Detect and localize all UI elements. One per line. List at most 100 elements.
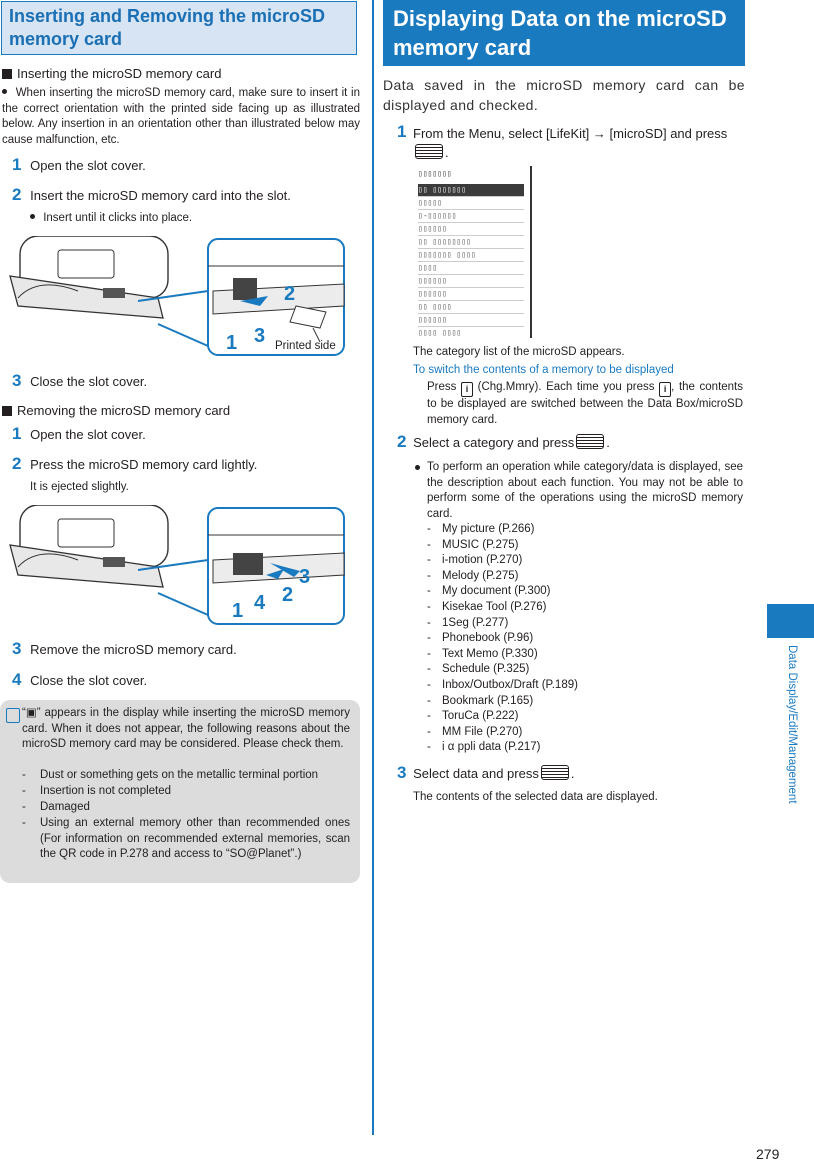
note-item: - Damaged	[22, 800, 350, 816]
category-item: -MUSIC (P.275)	[427, 538, 519, 551]
category-item: -My document (P.300)	[427, 585, 551, 598]
screen-row: ▯▯▯▯▯▯	[418, 288, 524, 301]
column-divider	[372, 0, 374, 1135]
step-text: Close the slot cover.	[30, 374, 148, 389]
step-text: Close the slot cover.	[30, 673, 148, 688]
insert-card-illustration	[9, 236, 345, 356]
menu-key-icon	[540, 765, 569, 780]
step2-note-text: To perform an operation while category/d…	[427, 461, 743, 520]
inserting-heading-text: Inserting the microSD memory card	[17, 66, 222, 81]
bullet-icon	[2, 89, 7, 94]
category-item: -Kisekae Tool (P.276)	[427, 600, 547, 613]
remove-sub-note: It is ejected slightly.	[30, 481, 129, 493]
step-text: Remove the microSD memory card.	[30, 642, 237, 657]
insert-sub-note: Insert until it clicks into place.	[30, 211, 350, 227]
screen-header: ▯▯▯▯▯▯▯	[418, 169, 452, 178]
step-number: 3	[397, 763, 407, 782]
note-item-text: Insertion is not completed	[40, 785, 172, 797]
screen-row: ▯▯▯▯▯▯	[418, 275, 524, 288]
category-label: Phonebook (P.96)	[442, 632, 534, 645]
step3-caption: The contents of the selected data are di…	[413, 791, 658, 803]
step-number: 3	[12, 371, 22, 390]
screen-row: ▯▯▯▯▯▯▯ ▯▯▯▯	[418, 249, 524, 262]
category-item: -1Seg (P.277)	[427, 616, 509, 629]
category-item: -Melody (P.275)	[427, 569, 519, 582]
menu-key-icon	[415, 144, 443, 159]
step1-text-b: .	[445, 145, 449, 160]
remove-card-illustration	[9, 505, 345, 625]
switch-heading: To switch the contents of a memory to be…	[413, 364, 674, 376]
removing-heading: Removing the microSD memory card	[2, 403, 358, 419]
switch-text: Press i (Chg.Mmry). Each time you press …	[427, 380, 743, 428]
display-step-1: 1 From the Menu, select [LifeKit] → [mic…	[397, 122, 745, 160]
remove-step-4: 4 Close the slot cover.	[12, 670, 352, 689]
menu-key-icon	[576, 434, 605, 449]
step-text: Open the slot cover.	[30, 158, 146, 173]
step-text: Press the microSD memory card lightly.	[30, 457, 258, 472]
fig1-label-1: 1	[226, 332, 238, 354]
screen-row: ▯▯▯▯	[418, 262, 524, 275]
phone-screen-thumbnail: ▯▯▯▯▯▯▯ ▯▯ ▯▯▯▯▯▯▯ ▯▯▯▯▯ ▯-▯▯▯▯▯▯ ▯▯▯▯▯▯…	[414, 166, 532, 338]
category-label: 1Seg (P.277)	[442, 616, 509, 629]
insert-intro: When inserting the microSD memory card, …	[2, 86, 360, 148]
step-text: Insert the microSD memory card into the …	[30, 188, 291, 203]
insert-sub-text: Insert until it clicks into place.	[43, 212, 193, 224]
inserting-heading: Inserting the microSD memory card	[2, 66, 358, 82]
category-label: Text Memo (P.330)	[442, 647, 538, 660]
step-number: 4	[12, 670, 22, 689]
caption-category-list: The category list of the microSD appears…	[413, 346, 625, 358]
category-item: -i-motion (P.270)	[427, 554, 523, 567]
category-label: ToruCa (P.222)	[442, 710, 519, 723]
category-item: -Bookmark (P.165)	[427, 694, 534, 707]
category-item: -Schedule (P.325)	[427, 663, 530, 676]
step-number: 3	[12, 639, 22, 658]
dash-marker: -	[22, 801, 26, 813]
square-bullet-icon	[2, 406, 12, 416]
screen-row: ▯-▯▯▯▯▯▯	[418, 210, 524, 223]
note-item-text: Dust or something gets on the metallic t…	[40, 769, 319, 781]
category-item: -Inbox/Outbox/Draft (P.189)	[427, 678, 578, 691]
step-number: 2	[397, 432, 407, 451]
screen-row: ▯▯ ▯▯▯▯▯▯▯▯	[418, 236, 524, 249]
remove-step-3: 3 Remove the microSD memory card.	[12, 639, 352, 658]
category-label: Melody (P.275)	[442, 569, 519, 582]
step1-text: From the Menu, select [LifeKit] → [micro…	[413, 124, 743, 162]
category-label: Schedule (P.325)	[442, 663, 530, 676]
i-key-icon: i	[461, 382, 474, 397]
category-label: Inbox/Outbox/Draft (P.189)	[442, 678, 578, 691]
i-key-icon: i	[659, 382, 672, 397]
note-item-text: Using an external memory other than reco…	[40, 817, 350, 860]
screen-row: ▯▯ ▯▯▯▯▯▯▯	[418, 184, 524, 197]
category-label: My document (P.300)	[442, 585, 551, 598]
step2-text-b: .	[606, 435, 610, 450]
screen-row: ▯▯▯▯ ▯▯▯▯	[418, 328, 462, 337]
category-label: My picture (P.266)	[442, 523, 535, 535]
category-item: -MM File (P.270)	[427, 725, 523, 738]
fig2-label-4: 4	[254, 592, 266, 614]
fig2-label-2: 2	[282, 584, 294, 606]
fig2-label-3: 3	[299, 566, 311, 588]
fig1-label-3: 3	[254, 325, 266, 347]
category-label: i-motion (P.270)	[442, 554, 523, 567]
remove-step-2: 2 Press the microSD memory card lightly.	[12, 454, 352, 473]
removing-heading-text: Removing the microSD memory card	[17, 403, 231, 418]
dash-marker: -	[22, 769, 26, 781]
category-label: MM File (P.270)	[442, 725, 523, 738]
fig1-label-2: 2	[284, 283, 296, 305]
printed-side-label: Printed side	[275, 340, 336, 352]
chapter-tab	[767, 604, 814, 638]
category-label: Bookmark (P.165)	[442, 694, 534, 707]
chapter-side-label-text: Data Display/Edit/Management	[786, 645, 798, 804]
category-item: -Text Memo (P.330)	[427, 647, 538, 660]
insert-intro-text: When inserting the microSD memory card, …	[2, 87, 360, 146]
switch-text-b: (Chg.Mmry). Each time you press	[477, 381, 655, 393]
screen-row: ▯▯ ▯▯▯▯	[418, 301, 524, 314]
step-number: 1	[12, 155, 22, 174]
step3-text-a: Select data and press	[413, 766, 539, 781]
bullet-icon	[30, 214, 35, 219]
page-number: 279	[756, 1146, 780, 1162]
step-number: 2	[12, 454, 22, 473]
note-box	[0, 700, 360, 883]
section-title-displaying: Displaying Data on the microSD memory ca…	[383, 0, 745, 66]
category-label: MUSIC (P.275)	[442, 538, 519, 551]
